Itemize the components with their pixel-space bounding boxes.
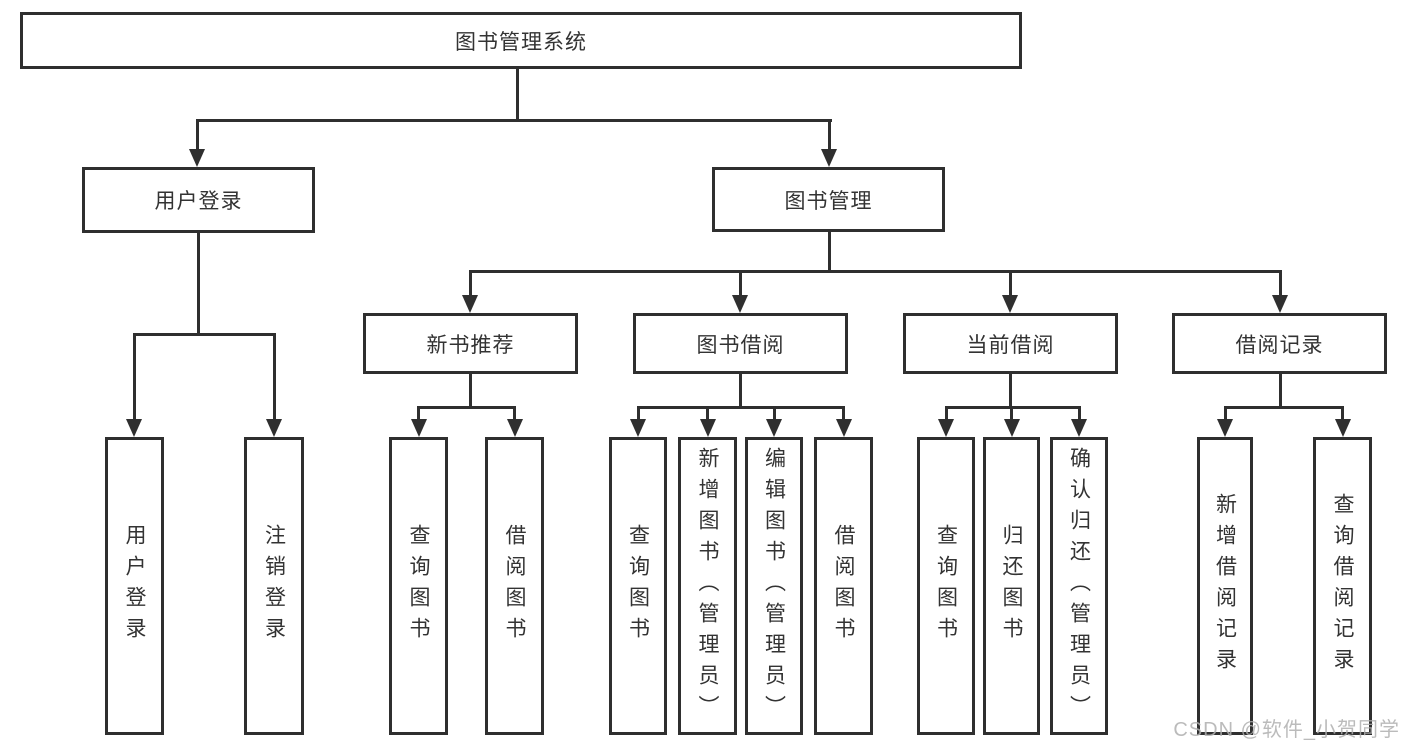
arrow-down-icon [506, 419, 523, 437]
leaf-query-books-current: 查询图书 [917, 437, 975, 735]
connector-arrow-shaft [636, 406, 640, 420]
connector-arrow-shaft [417, 406, 420, 420]
node-current-borrowing: 当前借阅 [903, 313, 1118, 374]
leaf-label: 查询图书 [626, 524, 650, 648]
csdn-watermark: CSDN @软件_小贺同学 [1173, 719, 1400, 741]
arrow-down-icon [1272, 295, 1288, 313]
arrow-down-icon [821, 149, 837, 167]
leaf-label: 用户登录 [123, 524, 146, 648]
connector-book-mgmt-stem [827, 232, 831, 273]
leaf-return-books: 归还图书 [983, 437, 1040, 735]
leaf-query-books-borrowing: 查询图书 [609, 437, 667, 735]
connector-arrow-shaft [944, 406, 948, 420]
node-label: 图书借阅 [696, 333, 785, 357]
leaf-add-books-admin: 新增图书（管理员） [678, 437, 737, 735]
connector-arrow-shaft [1278, 270, 1282, 296]
connector-arrow-shaft [738, 270, 742, 296]
connector-branch [636, 406, 844, 409]
connector-arrow-shaft [132, 333, 136, 420]
connector-branch [1223, 406, 1343, 409]
arrow-down-icon [1002, 295, 1018, 313]
leaf-add-borrow-record: 新增借阅记录 [1197, 437, 1253, 735]
connector-branch [417, 406, 516, 409]
arrow-down-icon [462, 295, 478, 313]
leaf-label: 查询借阅记录 [1331, 493, 1354, 679]
node-user-login-group: 用户登录 [82, 167, 315, 233]
connector-user-login-stem [196, 233, 200, 336]
connector-stem [739, 374, 742, 409]
arrow-down-icon [189, 149, 205, 167]
connector-stem [469, 374, 472, 409]
connector-arrow-shaft [1077, 406, 1081, 420]
leaf-confirm-return-admin: 确认归还（管理员） [1050, 437, 1108, 735]
connector-arrow-shaft [513, 406, 516, 420]
connector-arrow-shaft [842, 406, 845, 420]
arrow-down-icon [699, 419, 716, 437]
connector-arrow-shaft [272, 333, 276, 420]
leaf-label: 借阅图书 [503, 524, 526, 648]
connector-root-branch [195, 119, 832, 122]
leaf-label: 归还图书 [1000, 524, 1023, 648]
connector-arrow-shaft [772, 406, 776, 420]
connector-arrow-shaft [1341, 406, 1344, 420]
leaf-label: 编辑图书（管理员） [762, 446, 786, 726]
connector-stem [1009, 374, 1012, 409]
arrow-down-icon [1003, 419, 1020, 437]
node-label: 新书推荐 [426, 333, 515, 357]
arrow-down-icon [126, 419, 142, 437]
leaf-query-borrow-record: 查询借阅记录 [1313, 437, 1372, 735]
leaf-label: 借阅图书 [832, 524, 855, 648]
connector-book-mgmt-branch [468, 270, 1282, 273]
leaf-borrow-books-recommend: 借阅图书 [485, 437, 544, 735]
connector-arrow-shaft [706, 406, 709, 420]
connector-arrow-shaft [1010, 406, 1013, 420]
node-new-book-recommendation: 新书推荐 [363, 313, 578, 374]
arrow-down-icon [732, 295, 748, 313]
connector-stem [1278, 374, 1282, 409]
leaf-label: 新增图书（管理员） [696, 446, 719, 726]
connector-user-login-branch [132, 333, 276, 336]
node-label: 借阅记录 [1235, 333, 1324, 357]
leaf-label: 确认归还（管理员） [1067, 446, 1091, 726]
node-book-management-group: 图书管理 [712, 167, 945, 232]
leaf-label: 新增借阅记录 [1213, 493, 1237, 679]
node-label: 图书管理 [784, 189, 873, 213]
leaf-user-login: 用户登录 [105, 437, 164, 735]
leaf-label: 查询图书 [407, 524, 430, 648]
node-label: 用户登录 [154, 190, 243, 213]
node-library-management-system: 图书管理系统 [20, 12, 1022, 69]
arrow-down-icon [1071, 419, 1087, 437]
arrow-down-icon [766, 419, 782, 437]
arrow-down-icon [1217, 419, 1233, 437]
arrow-down-icon [835, 419, 852, 437]
leaf-logout: 注销登录 [244, 437, 304, 735]
node-book-borrowing: 图书借阅 [633, 313, 848, 374]
connector-arrow-shaft [1008, 270, 1012, 296]
connector-arrow-shaft [827, 119, 831, 150]
node-label: 当前借阅 [966, 333, 1055, 357]
leaf-label: 查询图书 [934, 524, 958, 648]
arrow-down-icon [410, 419, 427, 437]
leaf-label: 注销登录 [262, 524, 286, 648]
arrow-down-icon [630, 419, 646, 437]
connector-arrow-shaft [468, 270, 472, 296]
node-borrowing-records: 借阅记录 [1172, 313, 1387, 374]
leaf-edit-books-admin: 编辑图书（管理员） [745, 437, 803, 735]
leaf-borrow-books: 借阅图书 [814, 437, 873, 735]
arrow-down-icon [266, 419, 282, 437]
leaf-query-books-recommend: 查询图书 [389, 437, 448, 735]
connector-arrow-shaft [195, 119, 199, 150]
connector-arrow-shaft [1223, 406, 1227, 420]
connector-root-stem [515, 69, 519, 122]
arrow-down-icon [938, 419, 954, 437]
arrow-down-icon [1334, 419, 1351, 437]
node-label: 图书管理系统 [455, 30, 587, 54]
